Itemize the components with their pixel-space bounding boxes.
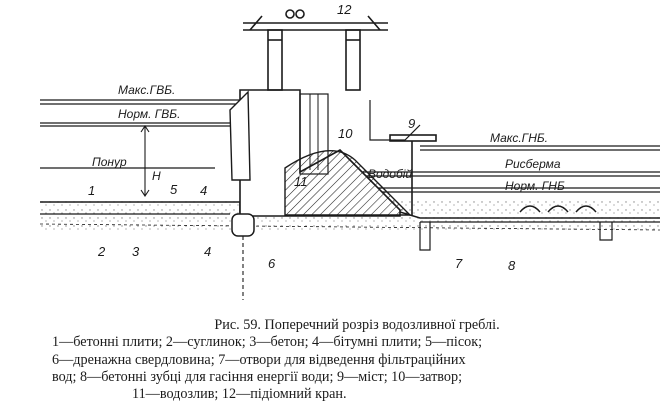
callout-9: 9 — [408, 116, 415, 131]
stilling-label: Водобій — [368, 167, 412, 181]
max-lower-level-label: Макс.ГНБ. — [490, 131, 548, 145]
callout-11: 11 — [294, 174, 308, 189]
callout-5: 5 — [170, 182, 178, 197]
apron-label: Понур — [92, 155, 127, 169]
callout-4b: 4 — [204, 244, 211, 259]
callout-7: 7 — [455, 256, 463, 271]
callout-8: 8 — [508, 258, 516, 273]
water-level-lines — [40, 99, 660, 193]
dam-cross-section-diagram: Макс.ГВБ. Норм. ГВБ. Макс.ГНБ. Понур H В… — [39, 2, 661, 300]
callout-12: 12 — [337, 2, 352, 17]
head-label: H — [152, 169, 161, 183]
max-upper-level-label: Макс.ГВБ. — [118, 83, 175, 97]
norm-upper-level-label: Норм. ГВБ. — [118, 107, 180, 121]
callout-6: 6 — [268, 256, 276, 271]
figure-caption: Рис. 59. Поперечний розріз водозливної г… — [52, 317, 652, 403]
dam-body — [229, 89, 421, 300]
callout-1: 1 — [88, 183, 95, 198]
caption-line: 6—дренажна свердловина; 7—отвори для від… — [52, 351, 466, 368]
energy-dissipation-teeth — [519, 205, 597, 213]
head-dimension — [140, 125, 150, 197]
callout-4a: 4 — [200, 183, 207, 198]
callout-2: 2 — [97, 244, 106, 259]
apron-after-label: Рисберма — [505, 157, 561, 171]
crane — [243, 9, 388, 91]
callout-10: 10 — [338, 126, 353, 141]
caption-line: вод; 8—бетонні зубці для гасіння енергії… — [52, 368, 463, 385]
bridge — [389, 134, 437, 215]
caption-line: 1—бетонні плити; 2—суглинок; 3—бетон; 4—… — [52, 334, 483, 351]
caption-title: Рис. 59. Поперечний розріз водозливної г… — [214, 317, 500, 333]
caption-line: 11—водозлив; 12—підіомний кран. — [132, 386, 347, 403]
callout-3: 3 — [132, 244, 140, 259]
norm-lower-level-label: Норм. ГНБ — [505, 179, 565, 193]
